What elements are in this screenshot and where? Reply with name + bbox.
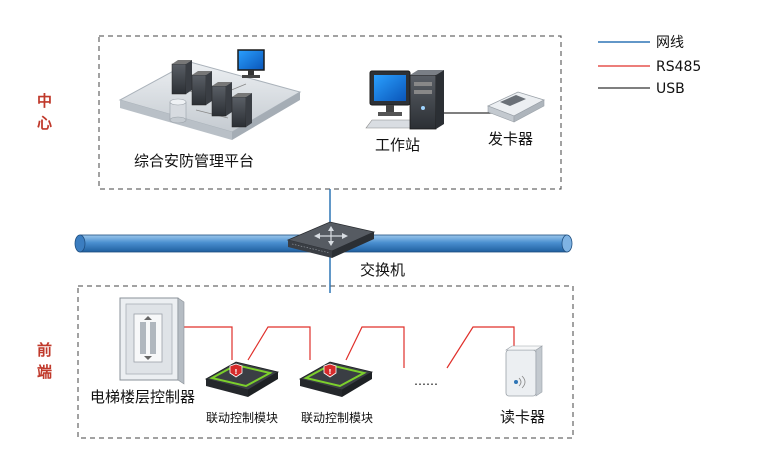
- linkage-module-2-label: 联动控制模块: [301, 411, 373, 425]
- center-zone-label-1: 中: [37, 92, 52, 110]
- server-icon: [171, 60, 192, 95]
- legend-network-label: 网线: [656, 35, 684, 51]
- rs485-link-to-reader: [446, 326, 515, 369]
- workstation-label: 工作站: [375, 136, 420, 154]
- card-issuer-icon: [486, 91, 546, 123]
- card-reader-icon: [505, 345, 543, 397]
- front-zone-box: [77, 285, 574, 439]
- switch-icon: [286, 221, 376, 258]
- card-reader-label: 读卡器: [500, 408, 545, 426]
- rs485-link-module1-module2: [247, 326, 311, 361]
- legend-usb-label: USB: [656, 81, 685, 97]
- front-zone-label-2: 端: [37, 363, 52, 381]
- linkage-module-2-icon: !: [298, 361, 374, 397]
- center-zone-label-2: 心: [37, 114, 52, 132]
- rs485-link-controller-module1: [182, 326, 233, 360]
- switch-label: 交换机: [360, 261, 405, 279]
- legend-rs485-label: RS485: [656, 59, 701, 75]
- server-icon: [211, 82, 232, 117]
- platform-illustration: [118, 49, 302, 140]
- storage-icon: [169, 98, 187, 124]
- elevator-controller-label: 电梯楼层控制器: [90, 388, 195, 406]
- card-issuer-label: 发卡器: [488, 130, 533, 148]
- elevator-controller-icon: [119, 297, 185, 385]
- svg-text:!: !: [328, 368, 331, 376]
- svg-text:!: !: [234, 368, 237, 376]
- rs485-link-module2-next: [345, 326, 405, 368]
- linkage-module-1-icon: !: [204, 361, 280, 397]
- workstation-icon: [365, 70, 444, 130]
- front-zone-label-1: 前: [37, 341, 52, 359]
- legend: 网线 RS485 USB: [598, 35, 701, 97]
- platform-label: 综合安防管理平台: [134, 152, 254, 170]
- server-icon: [191, 71, 212, 106]
- monitor-icon: [237, 49, 265, 78]
- linkage-module-1-label: 联动控制模块: [206, 411, 278, 425]
- server-icon: [231, 93, 252, 128]
- ellipsis-text: ……: [414, 374, 438, 388]
